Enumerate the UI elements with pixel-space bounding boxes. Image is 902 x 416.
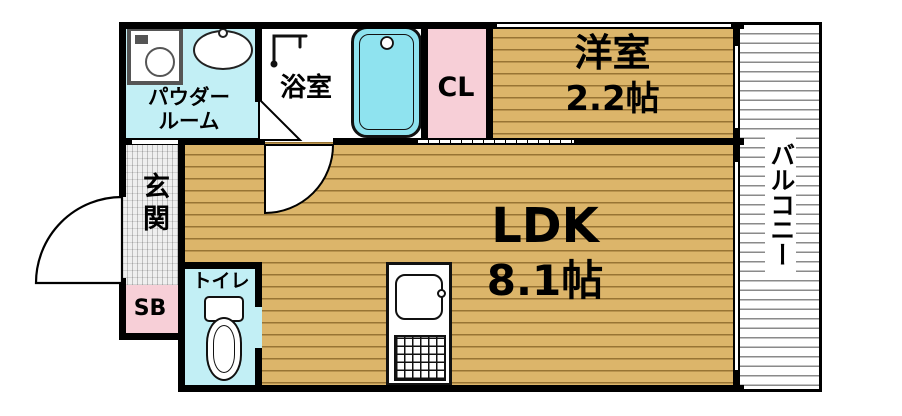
toilet-seat-icon <box>213 325 235 373</box>
wall-segment <box>119 22 126 197</box>
room-entrance <box>122 142 182 285</box>
wall-segment <box>119 333 185 340</box>
room-closet <box>425 25 490 142</box>
wall-segment <box>119 278 126 340</box>
wall-segment <box>421 22 428 145</box>
powder-room-label: パウダー ルーム <box>122 85 256 133</box>
wall-segment <box>486 22 493 145</box>
kitchen-sink-icon <box>395 274 443 320</box>
gas-stove-icon <box>394 335 446 381</box>
window-top <box>497 22 731 29</box>
room-western <box>490 25 737 142</box>
sliding-door <box>418 138 574 145</box>
wall-segment <box>255 269 262 307</box>
wall-segment <box>733 370 740 392</box>
ldk-size: 8.1帖 <box>486 255 604 305</box>
wall-segment <box>733 22 740 46</box>
detergent-box-icon <box>135 35 148 44</box>
wall-segment <box>255 22 262 102</box>
wall-segment <box>185 262 262 269</box>
wall-segment <box>333 138 421 145</box>
ldk-name: LDK <box>491 198 599 254</box>
ldk-label: LDK 8.1帖 <box>330 198 760 306</box>
bathtub-icon <box>351 26 422 138</box>
door-opening <box>132 140 178 144</box>
entrance-label: 玄関 <box>138 172 170 236</box>
wall-segment <box>733 128 740 162</box>
wall-segment <box>119 22 497 29</box>
entrance-door-arc <box>34 195 124 285</box>
powder-room-label-line1: パウダー <box>148 85 230 109</box>
toilet-label: トイレ <box>192 270 250 292</box>
western-room-size: 2.2帖 <box>565 78 660 119</box>
kitchen-faucet-icon <box>437 289 446 298</box>
washbasin-icon <box>193 28 253 70</box>
wall-segment <box>119 138 265 145</box>
toilet-bowl-icon <box>206 317 242 381</box>
room-shoebox <box>122 285 182 335</box>
bathtub-inner <box>359 34 414 130</box>
washing-machine-icon <box>127 27 183 85</box>
window-western <box>733 46 740 128</box>
wall-segment <box>255 348 262 392</box>
washer-drum-icon <box>145 47 175 77</box>
powder-room-label-line2: ルーム <box>158 108 220 133</box>
wall-segment <box>178 385 744 392</box>
bathroom-label: 浴室 <box>279 73 332 103</box>
kitchen-counter <box>386 262 452 386</box>
western-room-label: 洋室 2.2帖 <box>490 30 735 120</box>
shoe-box-label: SB <box>133 296 167 321</box>
faucet-icon <box>218 28 228 38</box>
wall-segment <box>178 142 185 392</box>
western-room-name: 洋室 <box>574 31 651 75</box>
window-ldk <box>733 162 740 370</box>
balcony-label: バルコニー <box>765 136 796 273</box>
wall-segment <box>574 138 744 145</box>
closet-label: CL <box>437 72 475 103</box>
